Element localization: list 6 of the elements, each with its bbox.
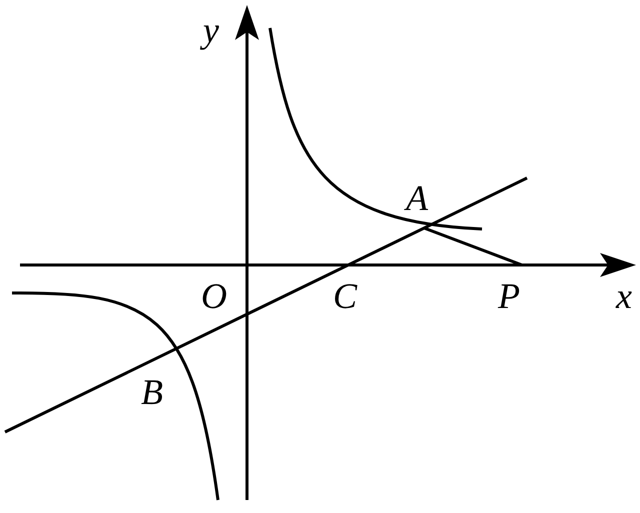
- point-label: A: [406, 180, 428, 216]
- point-label: O: [201, 278, 227, 314]
- point-label: C: [333, 278, 357, 314]
- point-label: B: [141, 374, 163, 410]
- point-label: P: [498, 278, 520, 314]
- point-label: x: [616, 278, 632, 314]
